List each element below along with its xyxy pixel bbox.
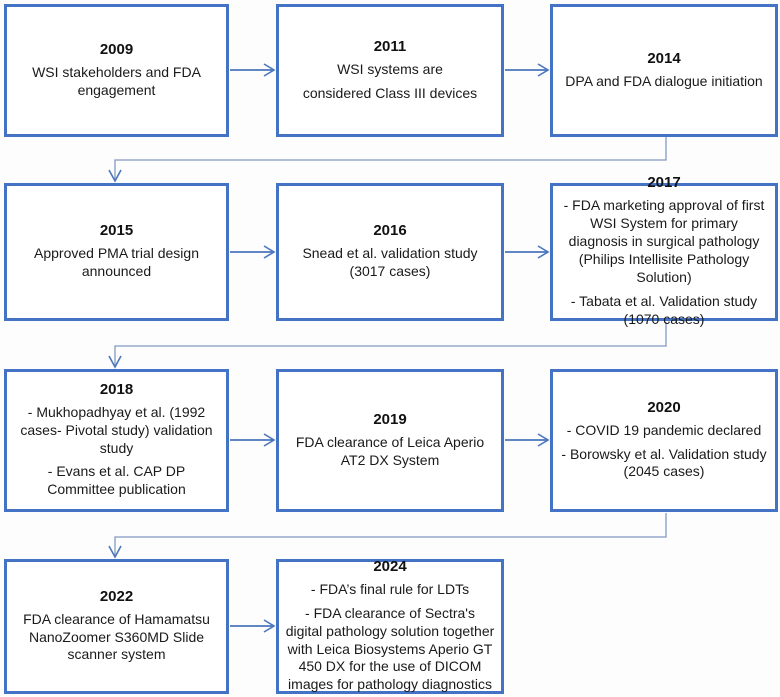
box-year: 2018 [99,380,134,398]
arrow-2019-to-2020 [505,433,550,447]
box-text: considered Class III devices [302,84,478,101]
box-year: 2017 [647,174,681,192]
elbow-2017-to-2018 [108,322,667,369]
box-year: 2019 [373,410,407,428]
timeline-box-2017: 2017 - FDA marketing approval of first W… [550,174,778,327]
box-text: - FDA’s final rule for LDTs [310,580,470,597]
arrow-2018-to-2019 [230,433,276,447]
box-text: - Tabata et al. Validation study (1070 c… [570,292,758,327]
box-year: 2009 [99,40,134,58]
timeline-box-2016: 2016 Snead et al. validation study (3017… [276,183,504,321]
timeline-box-2024: 2024 - FDA’s final rule for LDTs - FDA c… [276,557,504,694]
box-year: 2014 [647,49,681,67]
elbow-2020-to-2022 [108,513,667,559]
arrow-2015-to-2016 [230,245,276,259]
box-text: Snead et al. validation study (3017 case… [302,245,478,279]
box-year: 2016 [373,222,407,240]
timeline-box-2009: 2009 WSI stakeholders and FDA engagement [4,4,229,137]
box-text: WSI systems are [337,60,443,77]
timeline-box-2011: 2011 WSI systems are considered Class II… [276,4,504,137]
timeline-box-2015: 2015 Approved PMA trial design announced [4,183,229,321]
timeline-box-2014: 2014 DPA and FDA dialogue initiation [550,4,778,137]
arrow-2022-to-2024 [230,619,276,633]
box-text: WSI stakeholders and FDA engagement [32,63,201,98]
timeline-box-2020: 2020 - COVID 19 pandemic declared - Boro… [550,369,778,512]
box-text: - FDA marketing approval of first WSI Sy… [563,197,765,285]
box-text: - Evans et al. CAP DP Committee publicat… [47,463,186,498]
box-text: - FDA clearance of Sectra's digital path… [285,604,495,693]
arrow-2009-to-2011 [230,63,276,77]
box-text: FDA clearance of Leica Aperio AT2 DX Sys… [295,433,485,468]
arrow-2016-to-2017 [505,245,550,259]
timeline-box-2018: 2018 - Mukhopadhyay et al. (1992 cases- … [4,369,229,512]
timeline-box-2022: 2022 FDA clearance of Hamamatsu NanoZoom… [4,559,229,694]
box-text: - Mukhopadhyay et al. (1992 cases- Pivot… [20,403,213,456]
box-year: 2024 [373,557,407,575]
box-text: FDA clearance of Hamamatsu NanoZoomer S3… [23,610,210,663]
box-year: 2020 [647,398,681,416]
box-text: - COVID 19 pandemic declared [566,421,762,438]
box-year: 2022 [99,587,134,605]
box-text: DPA and FDA dialogue initiation [565,72,763,89]
arrow-2011-to-2014 [505,63,550,77]
box-year: 2011 [373,37,407,55]
box-text: - Borowsky et al. Validation study (2045… [561,445,767,480]
elbow-2014-to-2015 [108,137,667,183]
box-year: 2015 [99,222,134,240]
box-text: Approved PMA trial design announced [34,245,199,279]
timeline-box-2019: 2019 FDA clearance of Leica Aperio AT2 D… [276,369,504,512]
